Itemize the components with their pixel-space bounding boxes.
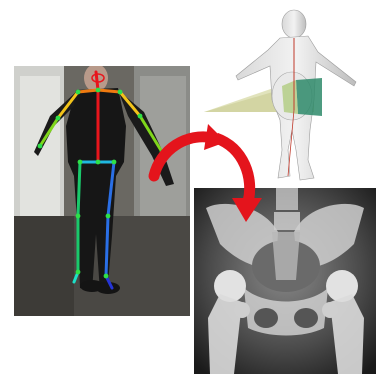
pelvis-xray-panel — [194, 188, 376, 374]
person-photo-panel — [14, 66, 190, 316]
body-mesh-panel — [196, 0, 376, 190]
person-skeleton-overlay-photo-icon — [14, 66, 190, 316]
pelvis-xray-radiograph-icon — [194, 188, 376, 374]
3d-body-mesh-icon — [196, 0, 376, 190]
